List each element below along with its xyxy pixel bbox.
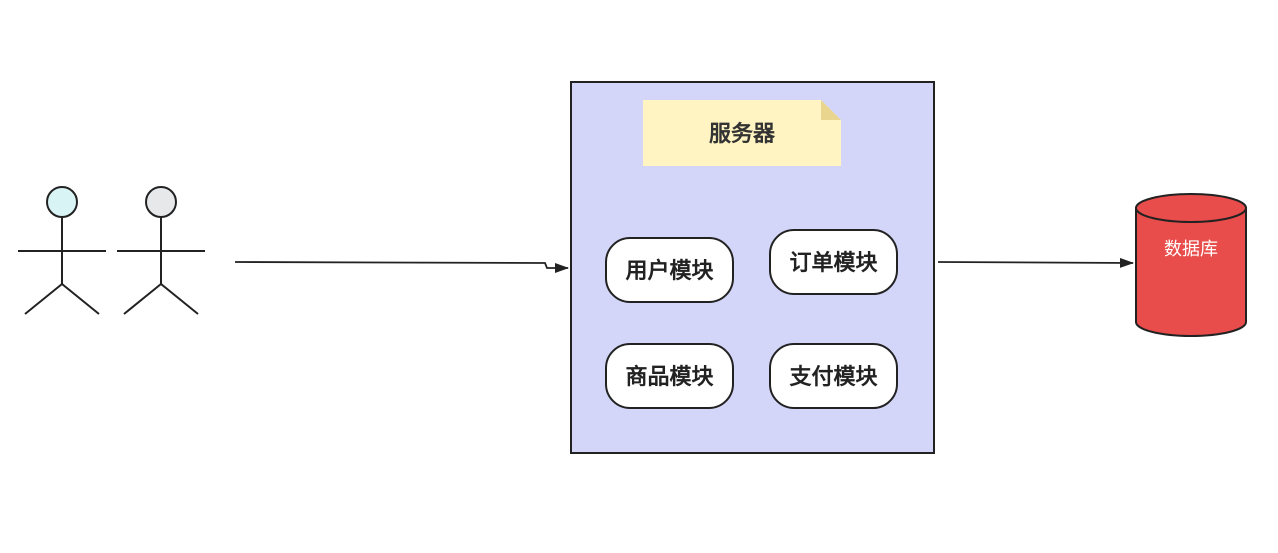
module-user: 用户模块 xyxy=(605,237,734,303)
module-user-label: 用户模块 xyxy=(625,258,714,284)
module-product: 商品模块 xyxy=(605,343,734,409)
module-product-label: 商品模块 xyxy=(625,364,714,390)
server-title: 服务器 xyxy=(709,122,776,147)
module-order: 订单模块 xyxy=(769,229,898,295)
server-to-database-arrow xyxy=(937,257,1134,268)
database-icon: 数据库 xyxy=(1135,193,1247,337)
module-order-label: 订单模块 xyxy=(789,251,878,276)
module-payment: 支付模块 xyxy=(769,343,898,409)
database-label: 数据库 xyxy=(1164,239,1218,260)
user-actor-1-icon xyxy=(18,186,106,315)
module-payment-label: 支付模块 xyxy=(789,365,878,390)
user-actor-2-icon xyxy=(117,186,205,315)
server-title-note: 服务器 xyxy=(643,100,841,166)
users-to-server-arrow xyxy=(234,261,569,273)
